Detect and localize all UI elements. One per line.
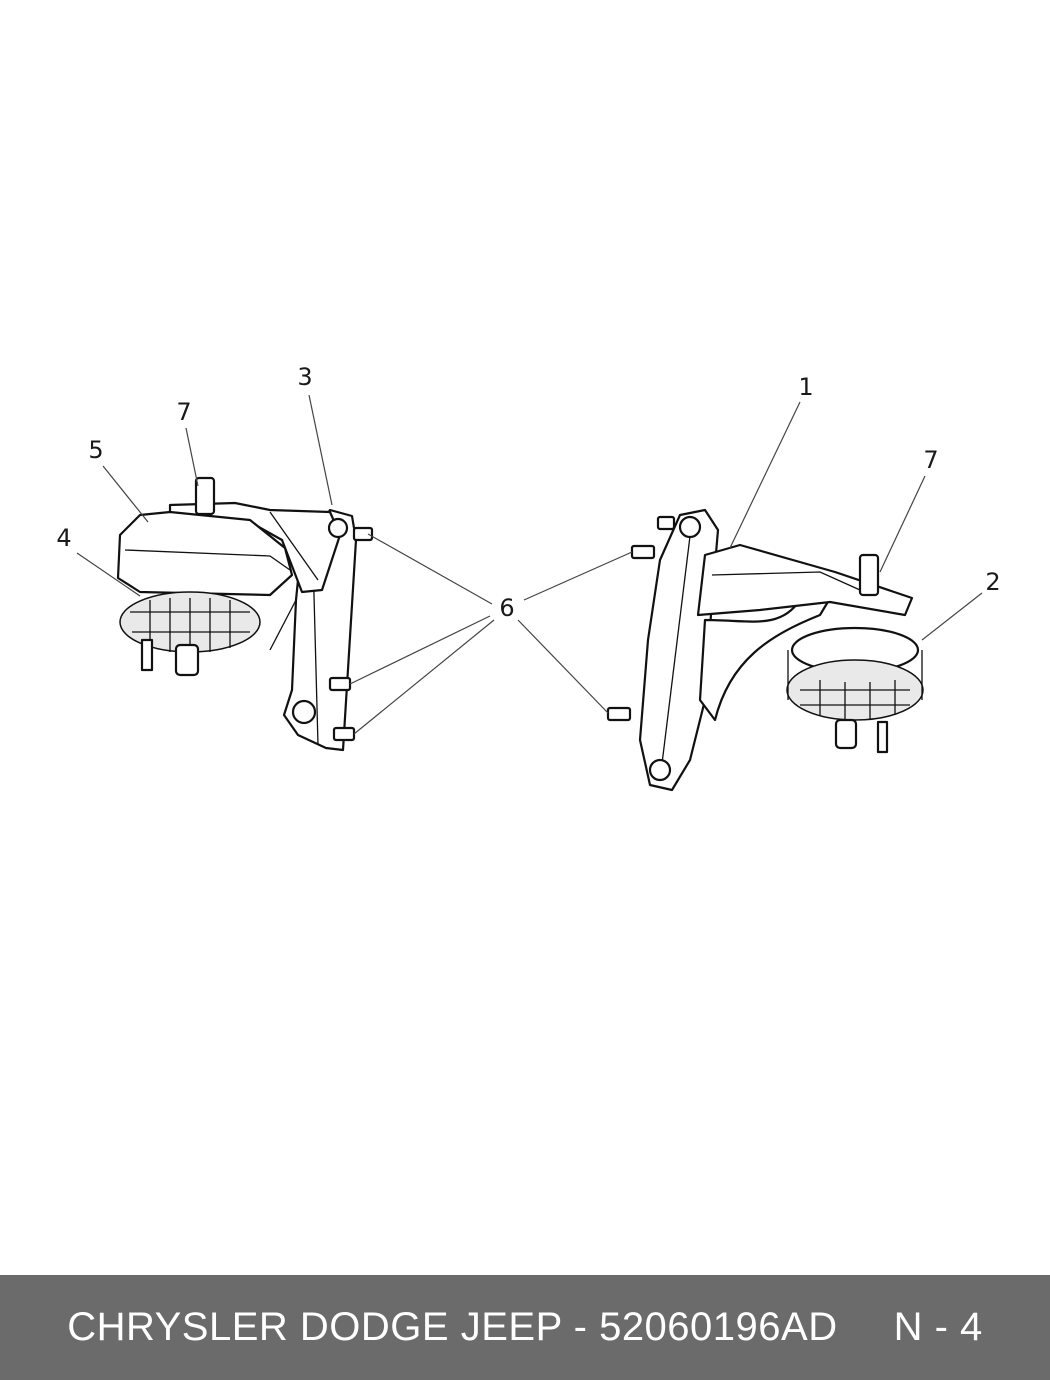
leader-lines [76,394,983,735]
callout-left-3: 3 [297,363,312,391]
left-mount-assembly [116,476,374,752]
left-bracket-hole-top [327,517,349,539]
callout-left-7: 7 [176,398,191,426]
callout-right-7: 7 [923,446,938,474]
left-bolt-2 [328,676,352,692]
left-top-stud [194,476,216,516]
right-mount-assembly [606,508,924,792]
left-bottom-stud [140,638,154,672]
right-bracket-plate [638,508,720,792]
left-bolt-1 [352,526,374,542]
footer-bar: CHRYSLER DODGE JEEP - 52060196AD N - 4 [0,1275,1050,1380]
right-bracket-hole-top [678,515,702,539]
left-bottom-nut [174,643,200,677]
callout-center-6: 6 [499,594,514,622]
footer-part-number: CHRYSLER DODGE JEEP - 52060196AD [67,1305,838,1349]
right-bracket-gusset [698,588,837,722]
left-bolt-3 [332,726,356,742]
parts-diagram: 3 7 5 4 6 1 7 2 [56,363,1001,792]
callout-left-5: 5 [88,436,103,464]
left-bracket-hole [291,699,317,725]
right-bracket-arm [696,543,914,617]
right-bracket-hole-bottom [648,758,672,782]
right-bolt-3 [656,515,676,531]
right-bottom-nut [834,718,858,750]
footer-page-label: N - 4 [893,1305,983,1349]
callout-right-2: 2 [985,568,1000,596]
right-top-stud [858,553,880,597]
right-bolt-1 [630,544,656,560]
callout-left-4: 4 [56,524,71,552]
right-bolt-2 [606,706,632,722]
right-bottom-stud [876,720,889,754]
callout-right-1: 1 [798,373,813,401]
